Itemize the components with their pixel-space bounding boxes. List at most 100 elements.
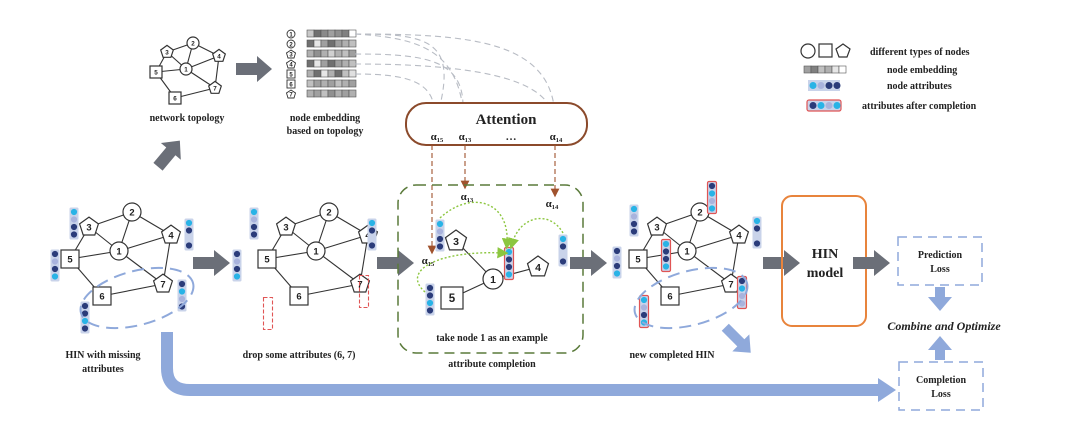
prediction-loss-box [897, 236, 983, 286]
stage1-label-line2: attributes [82, 364, 124, 375]
attention-title: Attention [476, 112, 537, 128]
node-3: 3 [275, 216, 297, 236]
node-label: 1 [184, 66, 188, 73]
prediction-loss-line2: Loss [930, 264, 950, 275]
stage3-label-line2: attribute completion [448, 359, 536, 370]
node-label: 7 [160, 279, 165, 290]
node-label: 2 [191, 40, 195, 47]
node-label: 1 [116, 246, 121, 257]
attribute-vector [435, 219, 445, 252]
arrow-hin-to-topology [153, 140, 181, 171]
node-1: 1 [482, 268, 504, 290]
arrow-completion-to-combine [928, 336, 952, 360]
node-label: 6 [296, 291, 301, 302]
node-label: 6 [173, 95, 177, 102]
embedding-label-line1: node embedding [290, 113, 360, 124]
dropped-attribute-slot [262, 296, 274, 331]
svg-text:2: 2 [289, 43, 293, 49]
combine-optimize-label: Combine and Optimize [887, 319, 1001, 333]
completed-attributes-highlight [633, 266, 749, 330]
node-label: 2 [129, 207, 134, 218]
node-5: 5 [628, 249, 648, 269]
attribute-vector [558, 234, 568, 267]
completion-loss-line1: Completion [916, 375, 966, 386]
node-3: 3 [78, 216, 100, 236]
embedding-row: 1 [286, 29, 357, 39]
legend-label-node-types: different types of nodes [870, 47, 970, 58]
attribute-vector [629, 204, 639, 237]
node-1: 1 [677, 241, 697, 261]
svg-text:6: 6 [289, 83, 293, 89]
node-label: 3 [654, 222, 659, 233]
node-label: 7 [728, 279, 733, 290]
node-label: 3 [453, 236, 459, 248]
completion-loss-line2: Loss [931, 389, 951, 400]
attribute-vector [752, 216, 762, 249]
svg-text:4: 4 [289, 63, 293, 69]
attribute-vector [69, 207, 79, 240]
node-label: 5 [264, 254, 269, 265]
node-label: 5 [67, 254, 72, 265]
embedding-row: 2 [286, 39, 357, 49]
edge [101, 283, 164, 297]
node-6: 6 [289, 286, 309, 306]
node-5: 5 [257, 249, 277, 269]
attention-module: Attention α₁₅ α₁₃ … α₁₄ [405, 102, 588, 146]
attention-weight-connectors [427, 145, 560, 255]
stage1-label-line1: HIN with missing [65, 350, 140, 361]
node-label: 4 [217, 53, 221, 60]
stage4-label: new completed HIN [630, 350, 716, 361]
arrow-stage2-to-stage3 [377, 250, 414, 276]
alpha-14-output: α₁₄ [546, 198, 559, 210]
node-label: 3 [165, 49, 169, 56]
stage2-label: drop some attributes (6, 7) [243, 350, 356, 361]
node-label: 4 [168, 230, 174, 241]
alpha-15-output: α₁₅ [422, 255, 435, 267]
node-label: 5 [635, 254, 640, 265]
node-label: 7 [213, 85, 217, 92]
node-3: 3 [444, 229, 468, 251]
node-1: 1 [179, 62, 193, 76]
node-label: 3 [283, 222, 288, 233]
node-shapes-icon [800, 43, 851, 59]
svg-text:7: 7 [289, 93, 293, 99]
embedding-row: 7 [285, 89, 357, 99]
hin-model-line2: model [807, 266, 844, 281]
node-label: 2 [326, 207, 331, 218]
node-label: 3 [86, 222, 91, 233]
completed-attributes-icon [806, 99, 842, 112]
node-7: 7 [152, 273, 174, 293]
svg-text:1: 1 [289, 33, 293, 39]
node-label: 1 [490, 274, 496, 286]
completed-attribute-vector [503, 246, 515, 281]
arrow-completed-to-completion-loss [721, 323, 751, 353]
arrow-hin-to-completion-loss [161, 332, 896, 402]
node-2: 2 [690, 202, 710, 222]
embedding-row: 3 [285, 49, 357, 59]
stage3-label-line1: take node 1 as an example [436, 333, 548, 344]
attribute-vector [50, 249, 60, 282]
node-label: 6 [99, 291, 104, 302]
node-4: 4 [728, 224, 750, 244]
node-6: 6 [168, 91, 182, 105]
attribute-vector [612, 246, 622, 279]
alpha-ellipsis: … [506, 131, 517, 143]
edge [669, 283, 732, 297]
legend-label-node-embedding: node embedding [887, 65, 957, 76]
attribute-vector [232, 249, 242, 282]
attribute-vector [367, 218, 377, 251]
node-3: 3 [159, 44, 175, 58]
network-topology-label: network topology [150, 113, 225, 124]
prediction-loss-line1: Prediction [918, 250, 963, 261]
node-attributes-icon [808, 80, 841, 91]
hin-model-line1: HIN [812, 247, 838, 262]
embedding-label-line2: based on topology [287, 126, 364, 137]
node-5: 5 [149, 65, 163, 79]
node-label: 5 [154, 69, 158, 76]
node-label: 5 [449, 293, 456, 305]
